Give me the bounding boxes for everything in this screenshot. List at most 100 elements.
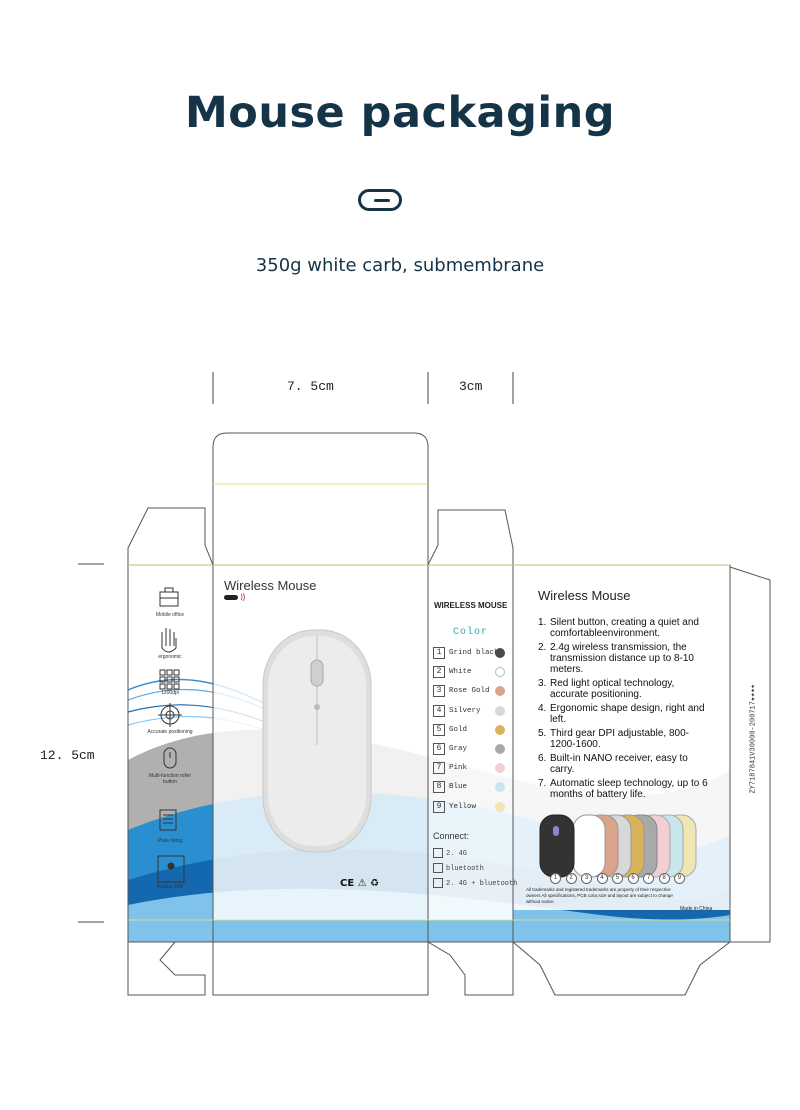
grid-icon — [159, 669, 180, 690]
feature-number: 3. — [538, 678, 547, 689]
color-name: Yellow — [449, 802, 477, 811]
briefcase-icon — [159, 587, 179, 607]
dimension-ticks — [78, 372, 514, 923]
feature-item: 1.Silent button, creating a quiet and co… — [538, 617, 710, 639]
color-option-row: 9 Yellow — [433, 800, 505, 815]
side-panel-title: WIRELESS MOUSE — [434, 601, 508, 610]
color-name: Rose Gold — [449, 687, 490, 696]
color-number: 7 — [433, 762, 445, 775]
color-name: Grind black — [449, 649, 499, 657]
feature-text: 2.4g wireless transmission, the transmis… — [550, 642, 694, 675]
mouse-lineup — [539, 814, 697, 878]
color-number: 9 — [433, 800, 445, 813]
color-number: 5 — [433, 723, 445, 736]
color-heading: Color — [453, 627, 489, 638]
radio-icon — [157, 855, 185, 883]
connect-heading: Connect: — [433, 831, 470, 841]
connect-option: 2. 4G — [433, 848, 467, 858]
color-swatch — [495, 763, 505, 774]
color-swatch — [495, 801, 505, 812]
mouse-number-badge: 4 — [596, 873, 608, 884]
feature-text: Red light optical technology, accurate p… — [550, 678, 675, 700]
feature-item: 4.Ergonomic shape design, right and left… — [538, 703, 710, 725]
color-number: 4 — [433, 704, 445, 717]
mouse-number-badge: 5 — [612, 873, 623, 884]
feature-number: 5. — [538, 728, 547, 739]
dimension-side-width: 3cm — [459, 379, 483, 394]
connect-option-label: bluetooth — [446, 864, 484, 873]
color-option-row: 3 Rose Gold — [433, 685, 505, 699]
made-in-label: Made in China — [680, 906, 713, 912]
color-number: 6 — [433, 743, 445, 755]
mouse-number-badge: 9 — [674, 873, 685, 884]
color-swatch — [495, 782, 505, 793]
color-number: 3 — [433, 685, 445, 698]
barcode-text: ZY7187841V30000-200717★★★★ — [749, 684, 758, 794]
dieline-outline — [127, 432, 771, 996]
feature-number: 7. — [538, 778, 547, 789]
color-option-row: 2 White — [433, 666, 505, 680]
checkbox-icon — [433, 863, 443, 873]
feature-item: 6.Built-in NANO receiver, easy to carry. — [538, 753, 710, 775]
icon-label: Multi-function roller button — [148, 773, 192, 785]
icon-label: Plate lining — [157, 838, 183, 844]
front-panel-title: Wireless Mouse — [224, 578, 317, 593]
color-option-row: 6 Gray — [433, 743, 505, 757]
icon-label: Accurate positioning — [147, 729, 193, 735]
feature-number: 1. — [538, 617, 547, 628]
icon-label: Radius 10M — [156, 884, 184, 890]
feature-text: Ergonomic shape design, right and left. — [550, 703, 705, 725]
feature-text: Built-in NANO receiver, easy to carry. — [550, 753, 688, 775]
color-name: Gold — [449, 725, 468, 734]
mouse-number-badge: 1 — [550, 873, 561, 884]
color-option-row: 4 Silvery — [433, 704, 505, 719]
feature-list: 1.Silent button, creating a quiet and co… — [538, 617, 710, 803]
color-number: 1 — [433, 647, 445, 659]
color-option-row: 8 Blue — [433, 781, 505, 795]
color-swatch — [495, 705, 505, 716]
color-option-row: 5 Gold — [433, 723, 505, 738]
connect-option-label: 2. 4G + bluetooth — [446, 879, 518, 888]
feature-item: 7.Automatic sleep technology, up to 6 mo… — [538, 778, 710, 800]
back-panel-title: Wireless Mouse — [538, 588, 631, 603]
color-name: Silvery — [449, 706, 481, 715]
mouse-number-badge: 8 — [658, 873, 670, 884]
icon-label: Mobile office — [156, 612, 184, 618]
page-title: Mouse packaging — [185, 88, 615, 138]
mouse-number-badge: 7 — [643, 873, 654, 884]
mini-mouse-logo — [224, 595, 238, 600]
feature-item: 2.2.4g wireless transmission, the transm… — [538, 642, 710, 675]
mouse-number-badge: 2 — [565, 873, 577, 884]
color-swatch — [495, 648, 505, 658]
color-name: Blue — [449, 783, 468, 792]
feature-number: 4. — [538, 703, 547, 714]
document-icon — [159, 809, 177, 831]
color-option-row: 1 Grind black — [433, 647, 505, 661]
hand-icon — [161, 628, 177, 653]
icon-label: ergonomic — [158, 654, 182, 660]
color-number: 2 — [433, 666, 445, 679]
connect-option: bluetooth — [433, 863, 484, 873]
color-swatch — [495, 667, 505, 678]
feature-item: 5.Third gear DPI adjustable, 800-1200-16… — [538, 728, 710, 750]
icon-label: 1200dpi — [161, 690, 179, 696]
color-swatch — [495, 724, 505, 735]
color-name: White — [449, 668, 472, 677]
mouse-number-badge: 3 — [581, 873, 592, 884]
page-subtitle: 350g white carb, submembrane — [255, 255, 545, 276]
left-feature-icons — [157, 587, 185, 883]
feature-text: Automatic sleep technology, up to 6 mont… — [550, 778, 708, 800]
color-swatch — [495, 744, 505, 754]
color-name: Gray — [449, 745, 468, 753]
toggle-pill-icon — [358, 189, 402, 211]
feature-text: Third gear DPI adjustable, 800-1200-1600… — [550, 728, 689, 750]
color-number: 8 — [433, 781, 445, 794]
mouse-illustration — [262, 629, 372, 853]
checkbox-icon — [433, 878, 443, 888]
color-swatch — [495, 686, 505, 697]
feature-number: 6. — [538, 753, 547, 764]
connect-option-label: 2. 4G — [446, 849, 468, 858]
certification-marks: CE ⚠ ♻ — [340, 878, 380, 889]
